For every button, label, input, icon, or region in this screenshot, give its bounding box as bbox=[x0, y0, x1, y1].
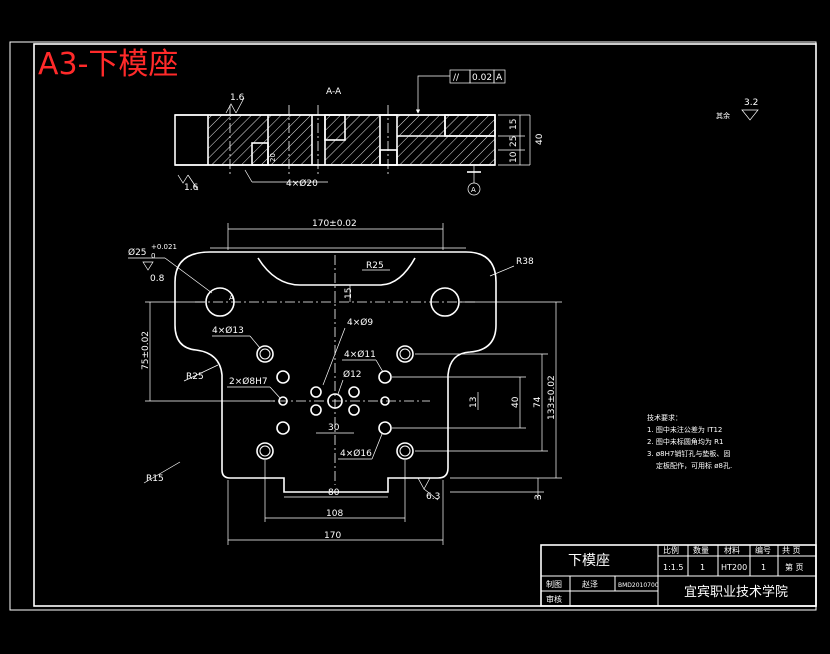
tb-h-scale: 比例 bbox=[663, 545, 679, 555]
plan-view: 170±0.02 170 108 80 30 75±0.02 133±0.02 … bbox=[128, 219, 562, 545]
note-1: 1. 图中未注公差为 IT12 bbox=[647, 425, 722, 434]
inner-frame bbox=[33, 43, 817, 607]
tb-h-total: 共 页 bbox=[782, 546, 801, 555]
tol-value: 0.02 bbox=[472, 73, 492, 83]
tb-part-name: 下模座 bbox=[568, 553, 610, 569]
sec-dim-40: 40 bbox=[535, 133, 545, 145]
tb-review-label: 审核 bbox=[546, 594, 562, 604]
dim-133: 133±0.02 bbox=[547, 375, 557, 420]
sec-dim-15: 15 bbox=[509, 119, 519, 130]
label-bore: Ø25 bbox=[128, 247, 147, 258]
dim-3: 3 bbox=[534, 494, 544, 500]
tb-v-page: 第 页 bbox=[785, 562, 804, 572]
tol-datum: A bbox=[496, 73, 503, 83]
sec-rough-top: 1.6 bbox=[230, 93, 245, 103]
dim-108: 108 bbox=[326, 509, 343, 519]
label-r15: R15 bbox=[146, 474, 164, 484]
label-r25-side: R25 bbox=[186, 372, 204, 382]
label-pins: 2×Ø8H7 bbox=[229, 376, 268, 387]
title-block: 下模座 比例 数量 材料 编号 共 页 1:1.5 1 HT200 1 第 页 … bbox=[540, 544, 817, 607]
sec-holes-20: 4×Ø20 bbox=[286, 178, 318, 189]
tb-drawn-label: 制图 bbox=[546, 579, 562, 589]
dim-80: 80 bbox=[328, 488, 340, 498]
sec-dim-10: 10 bbox=[509, 151, 519, 163]
dim-width-top: 170±0.02 bbox=[312, 219, 357, 229]
notes-heading: 技术要求： bbox=[647, 413, 682, 422]
sheet-label: A3-下模座 bbox=[38, 47, 178, 82]
datum-mark: A bbox=[471, 186, 476, 194]
dim-75: 75±0.02 bbox=[141, 331, 151, 370]
label-holes-9: 4×Ø9 bbox=[347, 317, 373, 328]
dim-170: 170 bbox=[324, 531, 341, 541]
dim-30: 30 bbox=[328, 423, 340, 433]
label-rough-63: 6.3 bbox=[426, 492, 440, 502]
dim-40: 40 bbox=[511, 396, 521, 408]
label-holes-11: 4×Ø11 bbox=[344, 349, 376, 360]
dim-15: 15 bbox=[344, 288, 354, 299]
dim-13: 13 bbox=[469, 397, 479, 408]
general-roughness-prefix: 其余 bbox=[716, 111, 730, 120]
tb-h-material: 材料 bbox=[724, 545, 740, 555]
sec-rough-bottom: 1.6 bbox=[184, 183, 199, 193]
sec-dim-20: 20 bbox=[269, 153, 277, 162]
note-2: 2. 图中未标圆角均为 R1 bbox=[647, 437, 723, 446]
sec-dim-25: 25 bbox=[509, 136, 519, 147]
tb-school: 宜宾职业技术学院 bbox=[684, 584, 788, 600]
tb-v-material: HT200 bbox=[721, 563, 747, 572]
tb-drawing-no: BMD2010700 bbox=[618, 582, 659, 589]
tb-drawn-name: 赵泽 bbox=[582, 579, 598, 589]
note-4: 定板配作，可用标 ø8孔. bbox=[656, 461, 732, 470]
label-holes-16: 4×Ø16 bbox=[340, 448, 372, 459]
tb-v-scale: 1:1.5 bbox=[663, 563, 684, 572]
section-mark-a: A bbox=[229, 294, 234, 302]
tb-h-qty: 数量 bbox=[693, 545, 709, 555]
label-r25-top: R25 bbox=[366, 261, 384, 271]
note-3: 3. ø8H7销钉孔与垫板、固 bbox=[647, 449, 730, 458]
section-view: 15 25 10 40 20 A-A 1.6 1.6 4×Ø20 // 0.02… bbox=[174, 69, 545, 196]
section-label: A-A bbox=[326, 87, 342, 97]
label-bore-tol: +0.021 bbox=[151, 243, 177, 251]
tol-symbol: // bbox=[453, 73, 460, 83]
dim-74: 74 bbox=[533, 396, 543, 408]
tb-h-no: 编号 bbox=[755, 545, 771, 555]
technical-notes: 技术要求： 1. 图中未注公差为 IT12 2. 图中未标圆角均为 R1 3. … bbox=[647, 413, 732, 470]
label-center: Ø12 bbox=[343, 369, 362, 380]
label-bore-tol2: 0 bbox=[151, 252, 155, 260]
label-r38: R38 bbox=[516, 257, 534, 267]
label-holes-13: 4×Ø13 bbox=[212, 325, 244, 336]
tb-v-qty: 1 bbox=[700, 563, 705, 572]
label-bore-rough: 0.8 bbox=[150, 274, 165, 284]
tb-v-no: 1 bbox=[761, 563, 766, 572]
general-roughness-value: 3.2 bbox=[744, 98, 758, 108]
